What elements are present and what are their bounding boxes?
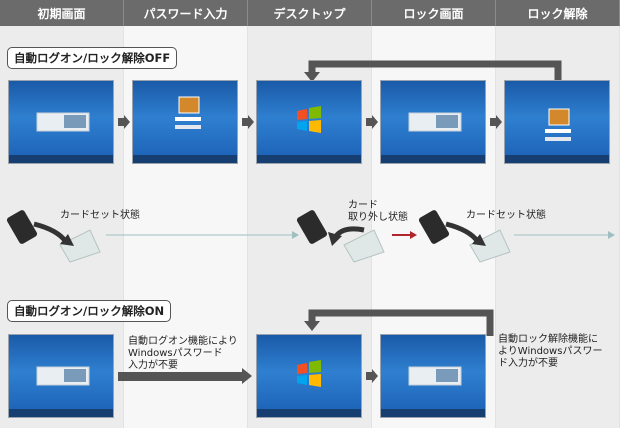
column-header-desktop: デスクトップ <box>248 0 372 26</box>
note-auto-logon: 自動ログオン機能により Windowsパスワード 入力が不要 <box>128 336 238 371</box>
windows-logo-icon <box>297 360 321 387</box>
column-header-lock: ロック画面 <box>372 0 496 26</box>
curved-arrow-icon <box>328 226 365 246</box>
curved-arrow-icon <box>445 221 486 246</box>
card-reader-icon <box>469 229 511 263</box>
arrow-right-icon <box>490 115 502 129</box>
windows-logo-icon <box>297 106 321 133</box>
arrow-right-icon <box>366 369 378 383</box>
card-state-label-removed: カード 取り外し状態 <box>348 200 408 223</box>
screen-desktop-on <box>256 334 362 418</box>
arrow-right-icon <box>118 115 130 129</box>
card-state-label-set: カードセット状態 <box>466 210 546 221</box>
column-header-initial: 初期画面 <box>0 0 124 26</box>
card-reader-icon <box>343 229 385 263</box>
screen-unlock-off <box>504 80 610 164</box>
section-label-on: 自動ログオン/ロック解除ON <box>7 300 172 322</box>
screen-lock-on <box>380 334 486 418</box>
screen-desktop-off <box>256 80 362 164</box>
screen-initial-on <box>8 334 114 418</box>
screen-lock-off <box>380 80 486 164</box>
card-icon <box>418 210 450 244</box>
card-state-row <box>6 210 615 263</box>
screen-initial-off <box>8 80 114 164</box>
card-state-label-set: カードセット状態 <box>60 210 140 221</box>
curved-arrow-icon <box>33 221 74 246</box>
card-icon <box>6 210 38 244</box>
arrow-right-icon <box>366 115 378 129</box>
card-icon <box>296 210 328 244</box>
arrow-right-icon <box>242 115 254 129</box>
section-label-off: 自動ログオン/ロック解除OFF <box>7 47 178 69</box>
column-header-password: パスワード入力 <box>124 0 248 26</box>
screen-password-off <box>132 80 238 164</box>
card-reader-icon <box>59 229 101 263</box>
note-auto-unlock: 自動ロック解除機能に よりWindowsパスワー ド入力が不要 <box>498 334 603 369</box>
column-header-unlock: ロック解除 <box>496 0 620 26</box>
